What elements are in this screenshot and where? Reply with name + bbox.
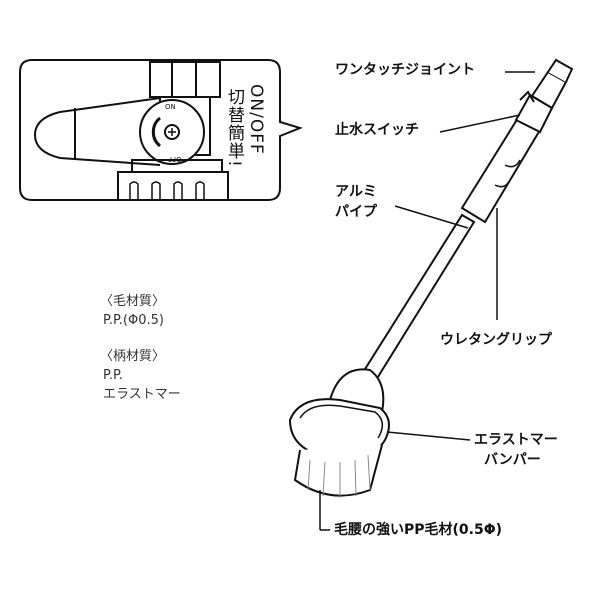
handle-material-value-1: P.P. (103, 368, 123, 383)
handle-material-heading: 〈柄材質〉 (100, 349, 166, 364)
label-one-touch-joint: ワンタッチジョイント (335, 62, 475, 78)
label-bumper-2: バンパー (484, 452, 541, 468)
callout-easy-switch: 切替簡単! (224, 88, 244, 168)
brush-illustration (288, 58, 574, 498)
dial-off-label: OFF (168, 155, 182, 163)
dial-on-label: ON (165, 103, 176, 111)
urethane-grip (460, 116, 542, 224)
label-stop-switch: 止水スイッチ (335, 122, 419, 138)
leader-lines (319, 71, 535, 531)
callout-on-off: ON/OFF (246, 84, 266, 155)
bristle-material-value: P.P.(Φ0.5) (103, 313, 164, 328)
inset-callout-box (19, 59, 304, 201)
label-bristle: 毛腰の強いPP毛材(0.5Φ) (334, 522, 503, 538)
label-pipe-2: パイプ (335, 204, 377, 220)
valve-illustration (33, 61, 229, 201)
bristles (293, 444, 383, 497)
bristle-material-heading: 〈毛材質〉 (100, 294, 166, 309)
label-grip: ウレタングリップ (440, 332, 552, 348)
aluminium-pipe (353, 213, 476, 395)
label-pipe-1: アルミ (335, 184, 377, 200)
label-bumper-1: エラストマー (474, 432, 558, 448)
handle-material-value-2: エラストマー (103, 387, 181, 402)
